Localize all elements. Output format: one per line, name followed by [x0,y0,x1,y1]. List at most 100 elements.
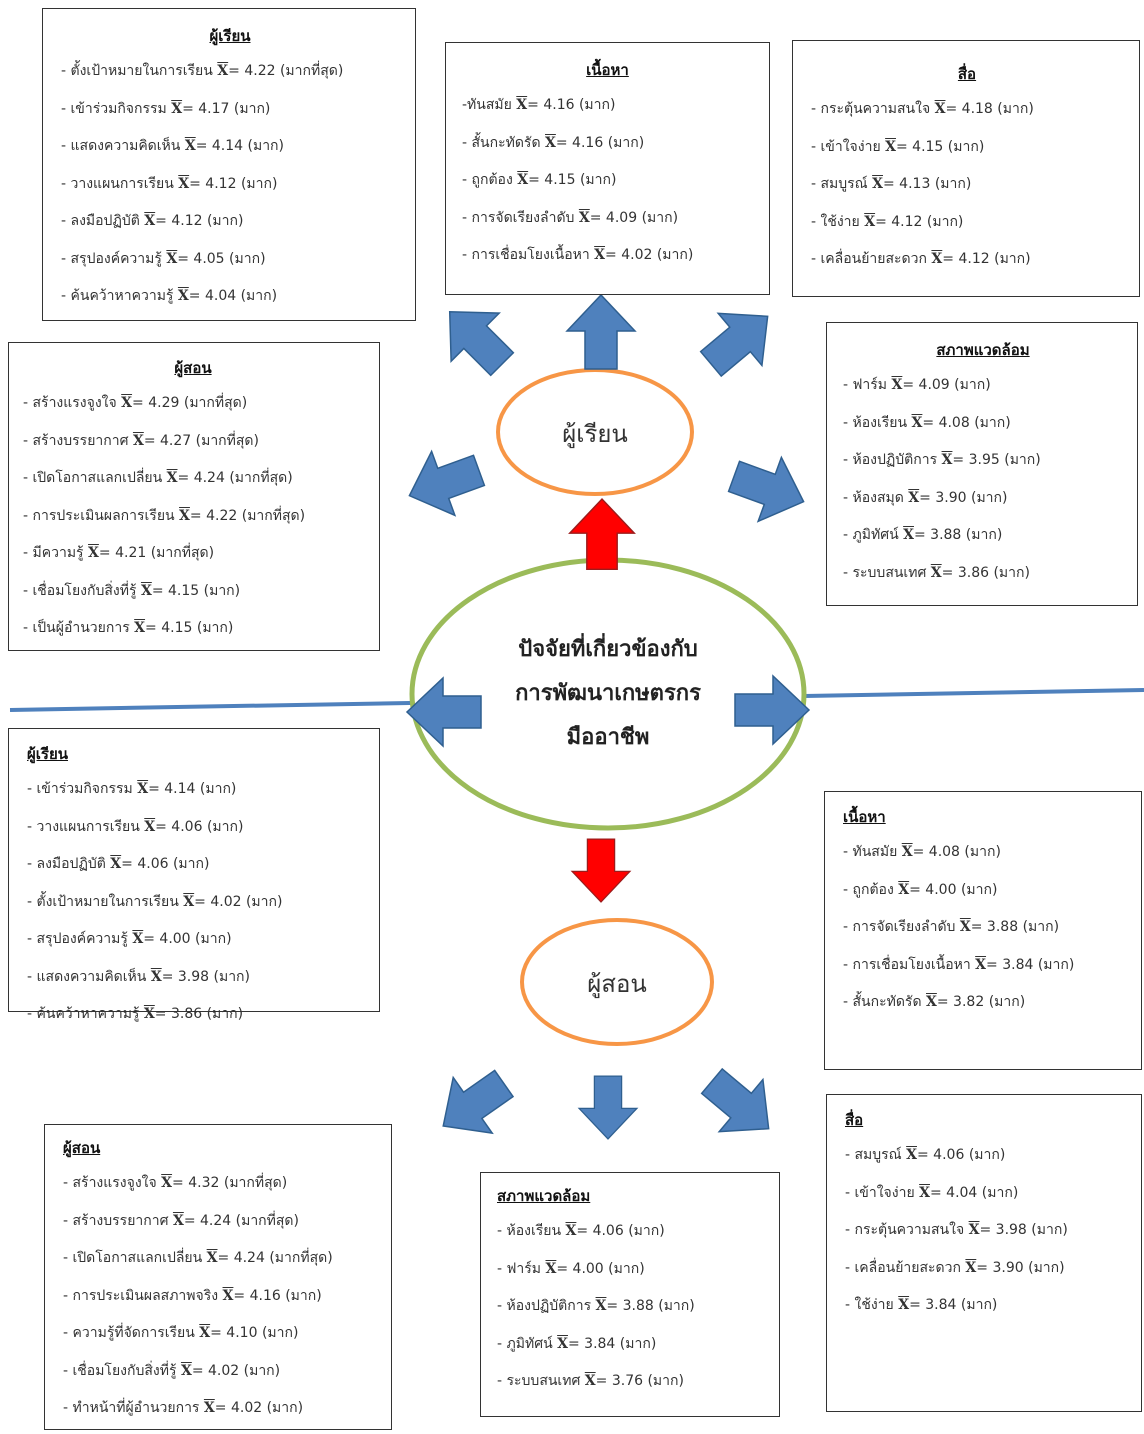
mean-symbol: X [930,564,942,581]
item-label: - ลงมือปฏิบัติ [27,856,111,872]
list-item: - ใช้ง่าย X= 3.84 (มาก) [845,1287,1127,1325]
item-value: = 4.12 [942,251,995,267]
item-value: = 4.14 [148,781,200,797]
item-level: (มาก) [196,620,234,636]
item-level: (มาก) [203,582,241,599]
list-item: - การประเมินผลสภาพจริง X= 4.16 (มาก) [63,1278,377,1316]
item-level: (มาก) [947,138,985,155]
list-item: - ถูกต้อง X= 4.00 (มาก) [843,872,1127,910]
arrow-down-red-icon [571,838,631,903]
item-list: - ฟาร์ม X= 4.09 (มาก)- ห้องเรียน X= 4.08… [843,367,1123,592]
item-value: = 4.09 [902,377,955,393]
mean-symbol: X [872,176,883,192]
item-label: - การเชื่อมโยงเนื้อหา [462,247,595,263]
mean-symbol: X [166,470,178,486]
item-value: = 4.08 [912,844,965,860]
mean-symbol: X [975,956,987,973]
box-title: ผู้เรียน [27,745,69,763]
mean-symbol: X [184,138,196,154]
item-label: - เปิดโอกาสแลกเปลี่ยน [63,1250,207,1266]
item-value: = 3.88 [970,919,1023,935]
mean-symbol: X [965,1259,977,1276]
item-value: = 3.88 [913,527,966,543]
box-title: สื่อ [957,65,977,83]
item-value: = 4.15 [151,582,204,599]
item-level: (มากที่สุด) [241,507,306,524]
box-title: ผู้เรียน [209,27,251,45]
list-item: - สมบูรณ์ X= 4.06 (มาก) [845,1137,1127,1175]
item-level: (มาก) [213,968,251,985]
list-item: - ภูมิทัศน์ X= 3.88 (มาก) [843,517,1123,555]
item-value: = 3.84 [986,956,1038,973]
item-label: - เคลื่อนย้ายสะดวก [845,1259,966,1276]
list-item: - สร้างแรงจูงใจ X= 4.29 (มากที่สุด) [23,385,363,423]
item-value: = 4.09 [589,209,642,226]
item-level: (มาก) [960,1297,998,1313]
item-label: - เข้าใจง่าย [845,1184,920,1201]
mean-symbol: X [88,545,99,561]
item-level: (มาก) [647,1373,684,1389]
top-hub-ellipse [496,368,694,496]
list-item: - เคลื่อนย้ายสะดวก X= 4.12 (มาก) [811,241,1123,279]
item-label: - ลงมือปฏิบัติ [61,213,145,229]
list-item: - ระบบสนเทศ X= 3.76 (มาก) [497,1363,765,1401]
list-item: - ฟาร์ม X= 4.00 (มาก) [497,1251,765,1289]
mean-symbol: X [199,1325,211,1341]
item-level: (มาก) [240,288,278,304]
mean-symbol: X [137,781,149,797]
box-title: เนื้อหา [586,61,629,79]
mean-symbol: X [578,209,590,226]
item-level: (มาก) [285,1287,322,1304]
item-label: - วางแผนการเรียน [27,818,145,835]
list-item: - ถูกต้อง X= 4.15 (มาก) [462,162,753,200]
item-level: (มาก) [641,209,679,226]
item-value: = 4.10 [210,1325,262,1341]
item-level: (มาก) [988,994,1026,1010]
arrow-to-top-learner-icon [424,286,527,389]
list-item: - ห้องสมุด X= 3.90 (มาก) [843,480,1123,518]
item-value: = 4.15 [145,620,197,636]
item-level: (มาก) [994,251,1031,267]
mean-symbol: X [908,489,920,506]
item-label: - สั้นกะทัดรัด [462,134,545,151]
mean-symbol: X [171,100,183,117]
item-value: = 4.02 [214,1400,267,1416]
list-item: - เชื่อมโยงกับสิ่งที่รู้ X= 4.15 (มาก) [23,573,363,611]
item-level: (มาก) [974,414,1011,431]
mean-symbol: X [911,414,923,431]
item-value: = 4.16 [527,97,579,113]
mean-symbol: X [906,1147,917,1163]
item-value: = 4.12 [155,213,207,229]
item-level: (มาก) [656,247,694,263]
item-value: = 4.29 [132,395,184,411]
mean-symbol: X [934,101,946,117]
list-item: - กระตุ้นความสนใจ X= 4.18 (มาก) [811,91,1123,129]
item-level: (มาก) [658,1298,695,1314]
item-level: (มาก) [206,1006,244,1022]
top-teacher-box: ผู้สอน - สร้างแรงจูงใจ X= 4.29 (มากที่สุ… [8,342,380,651]
item-value: = 4.00 [143,931,196,947]
list-item: - เข้าใจง่าย X= 4.15 (มาก) [811,129,1123,167]
bottom-hub-ellipse [520,918,714,1046]
mean-symbol: X [132,931,144,947]
item-level: (มาก) [960,881,998,898]
item-value: = 4.32 [172,1175,224,1191]
item-label: - เข้าใจง่าย [811,138,886,155]
list-item: - การเชื่อมโยงเนื้อหา X= 3.84 (มาก) [843,947,1127,985]
item-level: (มาก) [240,175,278,192]
top-hub-label: ผู้เรียน [562,420,628,448]
mean-symbol: X [179,507,190,524]
item-level: (มาก) [172,856,210,872]
arrow-to-top-teacher-icon [397,437,492,529]
list-item: - ลงมือปฏิบัติ X= 4.06 (มาก) [27,846,363,884]
item-label: - การจัดเรียงลำดับ [462,209,579,226]
item-value: = 4.24 [183,1212,236,1229]
bottom-learner-box: ผู้เรียน - เข้าร่วมกิจกรรม X= 4.14 (มาก)… [8,728,380,1022]
mean-symbol: X [166,250,178,267]
list-item: - สรุปองค์ความรู้ X= 4.00 (มาก) [27,921,363,959]
mean-symbol: X [222,1287,234,1304]
item-level: (มาก) [206,213,244,229]
mean-symbol: X [885,138,896,155]
item-value: = 3.86 [154,1006,207,1022]
item-level: (มากที่สุด) [195,432,259,449]
